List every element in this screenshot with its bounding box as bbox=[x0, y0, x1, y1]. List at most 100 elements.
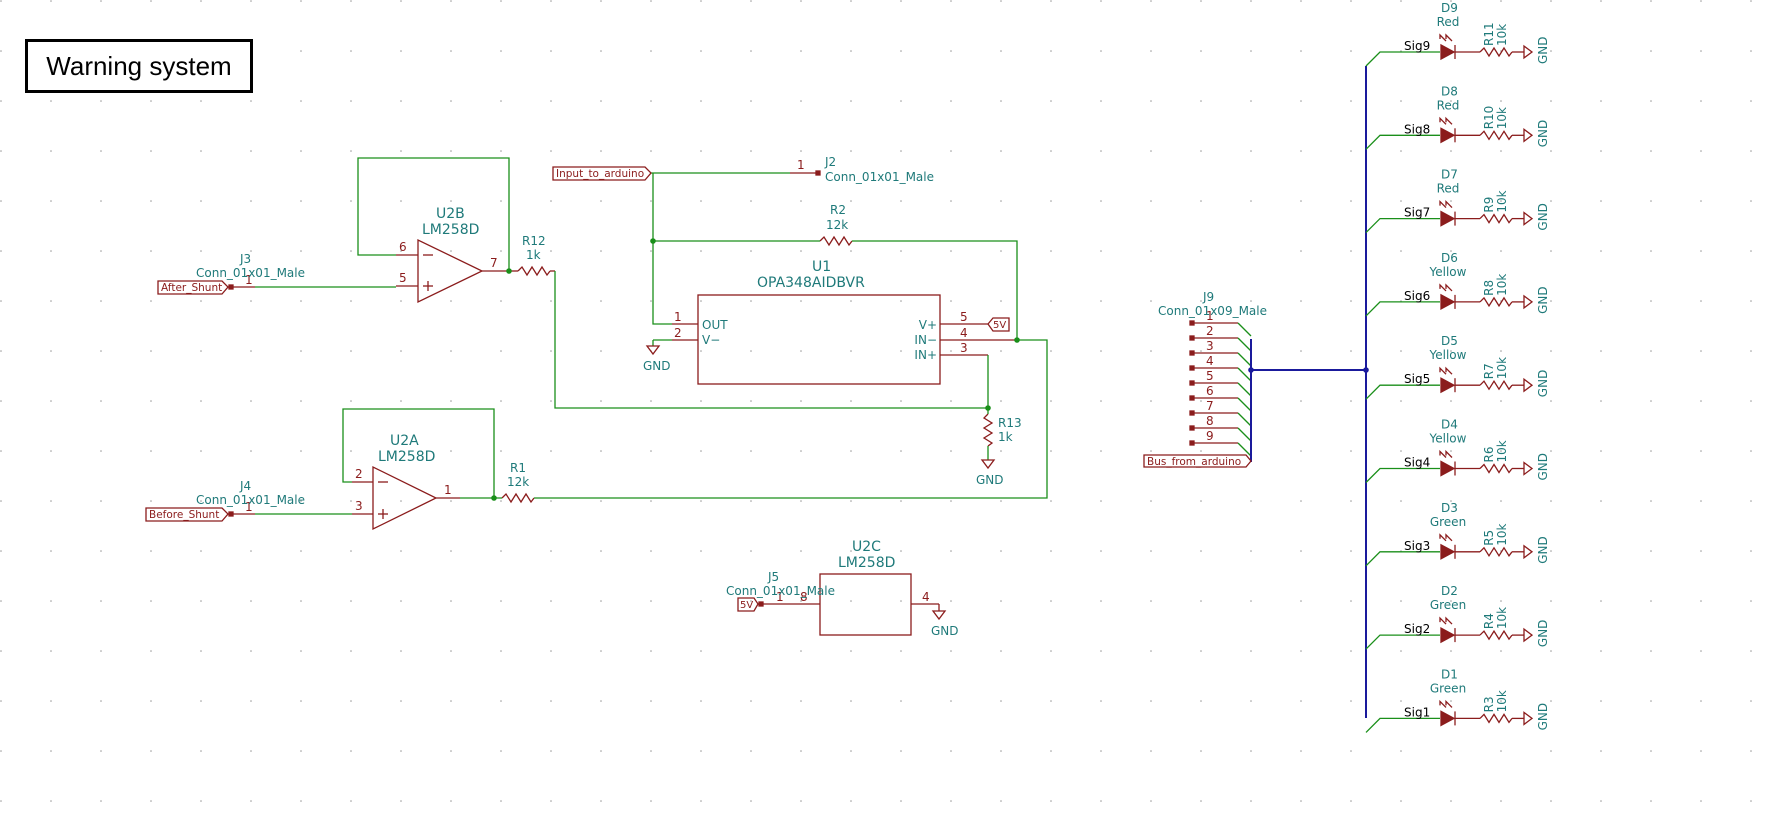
led-color: Green bbox=[1430, 681, 1466, 695]
led-diode bbox=[1439, 616, 1480, 644]
j9-pin-5: 5 bbox=[1189, 369, 1252, 397]
u2b-opamp[interactable]: 6 5 7 U2B LM258D bbox=[396, 206, 508, 304]
resistor-ref: R8 bbox=[1482, 280, 1496, 296]
u1-5v-label: 5V bbox=[987, 317, 1010, 332]
j9-pin-number: 8 bbox=[1206, 414, 1214, 428]
resistor-ref: R6 bbox=[1482, 447, 1496, 463]
led-color: Yellow bbox=[1429, 348, 1467, 362]
u2c-ref: U2C bbox=[852, 539, 881, 555]
resistor-value: 10k bbox=[1495, 524, 1509, 546]
j2-value: Conn_01x01_Male bbox=[825, 170, 934, 184]
u1-pin-vplus: V+ bbox=[919, 318, 937, 332]
u1-pin4-num: 4 bbox=[960, 326, 968, 340]
junction-dot bbox=[491, 495, 497, 501]
gnd-label: GND bbox=[931, 624, 959, 638]
j9-pin-number: 5 bbox=[1206, 369, 1214, 383]
r13-ref: R13 bbox=[998, 416, 1022, 430]
u2c-power-unit[interactable]: 8 4 U2C LM258D bbox=[796, 539, 939, 636]
j3-ref: J3 bbox=[239, 252, 251, 266]
u1-pin5-num: 5 bbox=[960, 310, 968, 324]
resistor-value: 10k bbox=[1495, 440, 1509, 462]
junction-dot bbox=[1014, 337, 1020, 343]
resistor-value: 10k bbox=[1495, 274, 1509, 296]
u1-5v-text: 5V bbox=[993, 320, 1006, 331]
led-ref: D3 bbox=[1441, 501, 1458, 515]
u2c-value: LM258D bbox=[838, 555, 895, 571]
led-diode bbox=[1439, 699, 1480, 727]
j2-connector[interactable]: 1 J2 Conn_01x01_Male bbox=[790, 155, 934, 184]
u2a-value: LM258D bbox=[378, 449, 435, 465]
led-color: Yellow bbox=[1429, 432, 1467, 446]
bus-from-arduino-label: Bus_from_arduino bbox=[1147, 456, 1241, 468]
resistor-ref: R10 bbox=[1482, 106, 1496, 130]
u2a-pin3: 3 bbox=[355, 499, 363, 513]
j9-pin-9: 9 bbox=[1189, 429, 1252, 457]
u1-pin-inplus: IN+ bbox=[914, 348, 937, 362]
u1-opamp-ic[interactable]: 1 2 OUT V− 5 4 3 V+ IN− IN+ U1 OPA348AID… bbox=[672, 259, 1017, 385]
gnd-symbol-u2c: GND bbox=[931, 604, 959, 638]
led-ref: D9 bbox=[1441, 1, 1458, 15]
gnd-label: GND bbox=[1536, 203, 1550, 231]
gnd-symbol: GND bbox=[1523, 286, 1550, 314]
led-diode bbox=[1439, 116, 1480, 144]
r12-resistor[interactable]: R12 1k bbox=[508, 234, 555, 277]
u2b-pin7: 7 bbox=[490, 256, 498, 270]
junction-dot bbox=[985, 405, 991, 411]
j5-connector[interactable]: 1 J5 Conn_01x01_Male 5V bbox=[726, 570, 835, 612]
led-ref: D2 bbox=[1441, 584, 1458, 598]
led-ref: D5 bbox=[1441, 334, 1458, 348]
u1-pin-vminus: V− bbox=[702, 333, 720, 347]
r13-resistor[interactable]: R13 1k bbox=[982, 413, 1022, 447]
gnd-symbol: GND bbox=[1523, 620, 1550, 647]
gnd-symbol: GND bbox=[1523, 703, 1550, 730]
led-resistor bbox=[1479, 713, 1513, 724]
j4-connector[interactable]: 1 J4 Conn_01x01_Male Before_Shunt bbox=[145, 479, 305, 522]
j5-5v-label: 5V bbox=[740, 600, 753, 611]
j9-pin-2: 2 bbox=[1189, 324, 1252, 352]
resistor-value: 10k bbox=[1495, 357, 1509, 379]
led-resistor bbox=[1479, 46, 1513, 58]
j9-pin-number: 2 bbox=[1206, 324, 1214, 338]
resistor-ref: R4 bbox=[1482, 613, 1496, 629]
u2b-ref: U2B bbox=[436, 206, 465, 222]
gnd-symbol-r13: GND bbox=[976, 459, 1004, 487]
resistor-value: 10k bbox=[1495, 190, 1509, 212]
r2-resistor[interactable]: R2 12k bbox=[819, 203, 853, 247]
j9-pin-number: 7 bbox=[1206, 399, 1214, 413]
u2a-opamp[interactable]: 2 3 1 U2A LM258D bbox=[352, 433, 460, 531]
j3-connector[interactable]: 1 J3 Conn_01x01_Male After_Shunt bbox=[157, 252, 305, 295]
resistor-ref: R7 bbox=[1482, 363, 1496, 379]
net-label-input-to-arduino[interactable]: Input_to_arduino bbox=[552, 166, 652, 181]
led-resistor bbox=[1479, 546, 1513, 558]
j5-ref: J5 bbox=[767, 570, 779, 584]
signal-label: Sig2 bbox=[1404, 622, 1430, 636]
gnd-symbol: GND bbox=[1523, 453, 1550, 481]
r13-value: 1k bbox=[998, 430, 1013, 444]
j9-ref: J9 bbox=[1202, 290, 1214, 304]
j9-pin-number: 6 bbox=[1206, 384, 1214, 398]
signal-label: Sig7 bbox=[1404, 206, 1430, 220]
u1-pin-inminus: IN− bbox=[914, 333, 937, 347]
gnd-label: GND bbox=[643, 359, 671, 373]
r1-resistor[interactable]: R1 12k bbox=[501, 461, 535, 504]
junction-dot bbox=[650, 238, 656, 244]
j9-pin-4: 4 bbox=[1189, 354, 1252, 382]
u1-pin2-num: 2 bbox=[674, 326, 682, 340]
led-diode bbox=[1439, 366, 1480, 394]
gnd-label: GND bbox=[976, 473, 1004, 487]
wires bbox=[255, 157, 1048, 515]
signal-label: Sig6 bbox=[1404, 289, 1430, 303]
gnd-symbol: GND bbox=[1523, 370, 1550, 397]
